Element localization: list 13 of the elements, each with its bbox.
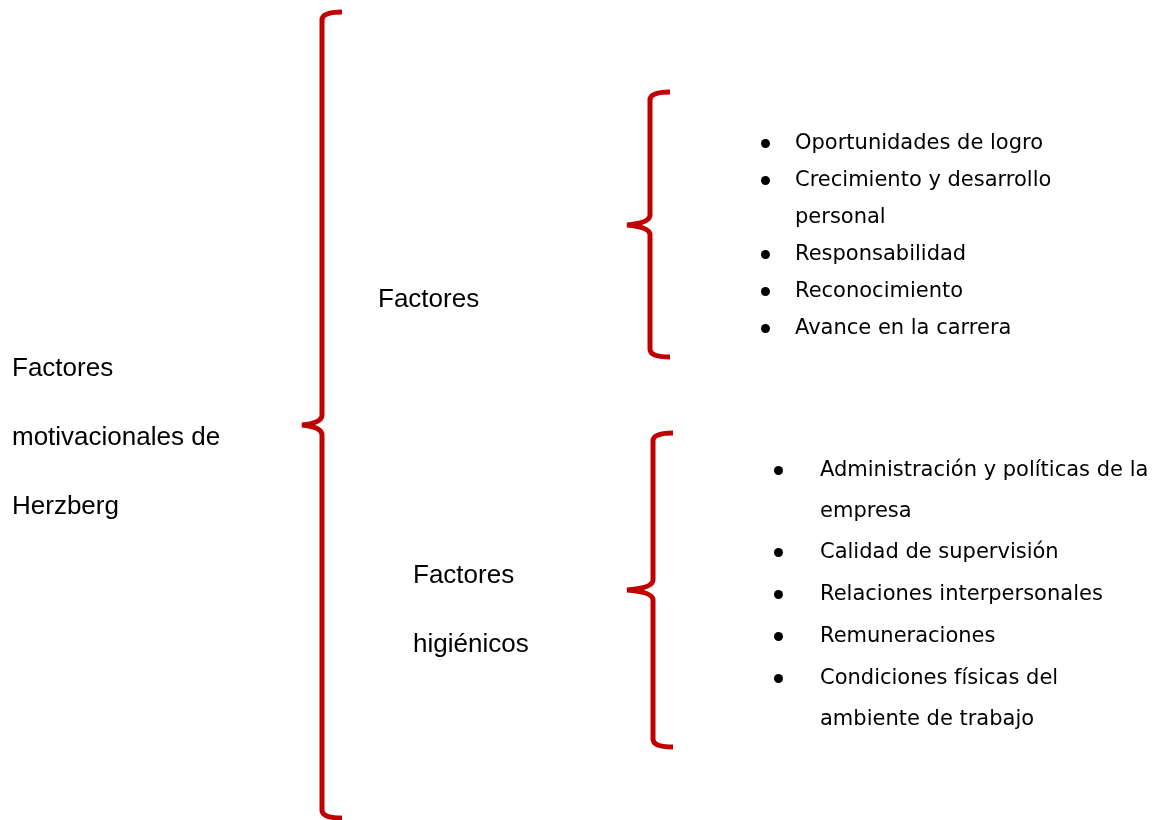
list-item: Oportunidades de logro [795, 129, 1045, 156]
list-item: Condiciones físicas del ambiente de trabajo [820, 664, 1060, 732]
list-item: Responsabilidad [795, 240, 968, 267]
list-item: Avance en la carrera [795, 314, 1013, 341]
list-item: Reconocimiento [795, 277, 965, 304]
list-item: Calidad de supervisión [820, 538, 1060, 565]
list-item: Administración y políticas de la empresa [820, 456, 1150, 524]
list-item: Crecimiento y desarrollo personal [795, 166, 1053, 230]
list-item: Relaciones interpersonales [820, 580, 1104, 607]
heading-text: Factores higiénicos [413, 558, 530, 660]
list-item: Remuneraciones [820, 622, 997, 649]
heading-text: Factores [378, 282, 481, 315]
heading-text: Factores motivacionales de Herzberg [12, 351, 222, 522]
